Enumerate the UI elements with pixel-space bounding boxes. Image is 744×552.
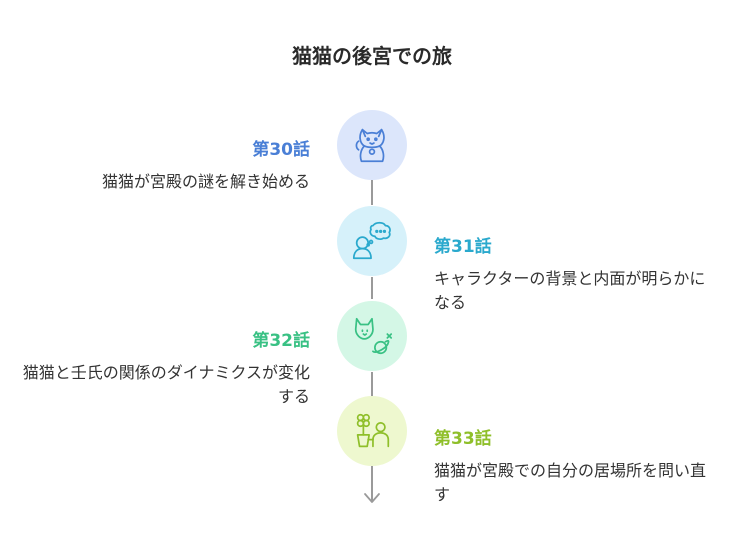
timeline-connector: [371, 277, 373, 299]
lucky-cat-icon: [355, 128, 385, 163]
page-title: 猫猫の後宮での旅: [292, 44, 452, 68]
episode-32-description: 猫猫と壬氏の関係のダイナミクスが変化する: [22, 363, 310, 406]
timeline-connector: [371, 466, 373, 502]
cat-and-planet-icon: [354, 317, 393, 355]
episode-31-title: 第31話: [434, 237, 492, 257]
episode-32-title: 第32話: [252, 331, 310, 351]
timeline-connector: [371, 180, 373, 205]
timeline-arrow-icon: [364, 493, 380, 503]
episode-31-node: [337, 206, 407, 276]
episode-33-title: 第33話: [434, 429, 492, 449]
episode-32-node: [337, 301, 407, 371]
person-with-flower-icon: [356, 413, 390, 448]
episode-33-description: 猫猫が宮殿での自分の居場所を問い直す: [434, 461, 707, 504]
person-thinking-icon: [352, 221, 391, 260]
timeline-connector: [371, 372, 373, 396]
episode-30-description: 猫猫が宮殿の謎を解き始める: [101, 172, 310, 191]
episode-30-title: 第30話: [252, 140, 310, 160]
episode-30-node: [337, 110, 407, 180]
episode-31-description: キャラクターの背景と内面が明らかになる: [434, 269, 706, 312]
episode-33-node: [337, 396, 407, 466]
